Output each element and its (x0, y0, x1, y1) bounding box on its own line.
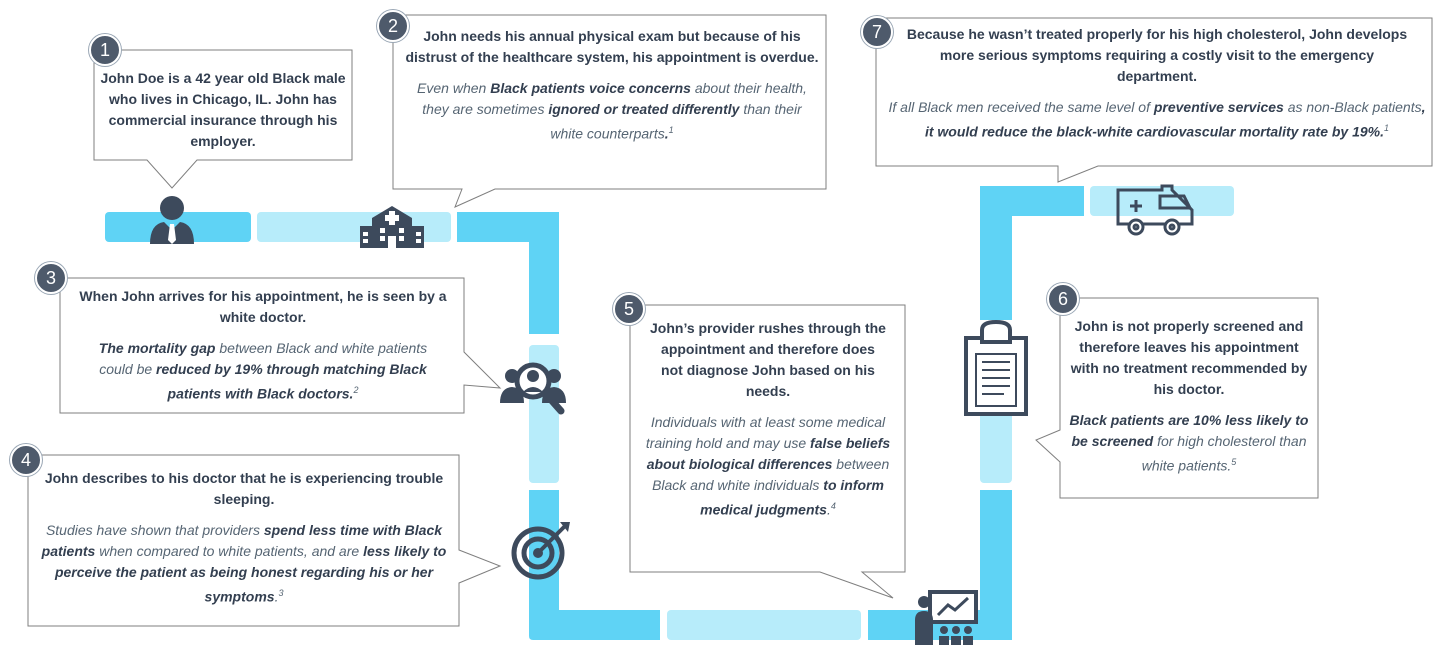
step-2-badge: 2 (377, 10, 409, 42)
step-1-headline: John Doe is a 42 year old Black male who… (100, 70, 346, 149)
detail-run: Even when (417, 80, 491, 96)
reference-marker: 2 (353, 385, 359, 395)
reference-marker: 3 (278, 588, 284, 598)
callout-3-shape (59, 277, 502, 414)
detail-run: . (664, 125, 669, 142)
detail-run: when compared to white patients, and are (95, 543, 364, 559)
presenter-icon (915, 590, 978, 645)
detail-run: , it would reduce the black-white cardio… (924, 99, 1426, 140)
detail-run: as non-Black patients (1283, 99, 1422, 115)
step-5-text: John’s provider rushes through the appoi… (637, 320, 899, 521)
step-6-text: John is not properly screened and theref… (1064, 318, 1314, 477)
detail-run: between Black and white patients could b… (99, 340, 428, 377)
step-2-detail: Even when Black patients voice concerns … (405, 78, 819, 145)
businessman-icon (150, 196, 194, 244)
detail-run: to inform medical judgments (700, 477, 884, 518)
path-segment (980, 186, 1084, 320)
step-7-text: Because he wasn’t treated properly for h… (884, 26, 1430, 143)
reference-marker: 4 (830, 501, 836, 511)
callout-5-shape (629, 304, 906, 599)
step-6-detail: Black patients are 10% less likely to be… (1064, 410, 1314, 477)
step-7-headline: Because he wasn’t treated properly for h… (906, 26, 1408, 84)
ambulance-icon (1116, 184, 1194, 236)
step-3-text: When John arrives for his appointment, h… (66, 288, 460, 405)
step-2-text: John needs his annual physical exam but … (405, 28, 819, 145)
detail-run: Black patients voice concerns (490, 80, 691, 96)
detail-run: for high cholesterol than white patients… (1141, 433, 1307, 474)
step-6-headline: John is not properly screened and theref… (1070, 318, 1308, 397)
step-5-detail: Individuals with at least some medical t… (637, 412, 899, 521)
step-3-detail: The mortality gap between Black and whit… (66, 338, 460, 405)
hospital-icon (360, 206, 424, 248)
callout-7-shape (875, 17, 1433, 183)
step-4-headline: John describes to his doctor that he is … (44, 470, 444, 507)
callout-4-shape (27, 454, 502, 627)
path-segment (457, 212, 559, 334)
doctor-search-icon (500, 362, 566, 415)
step-7-detail: If all Black men received the same level… (884, 97, 1430, 143)
detail-run: false beliefs about biological differenc… (646, 435, 891, 472)
detail-run: ignored or treated differently (548, 101, 740, 117)
detail-run: reduced by 19% through matching Black pa… (156, 361, 427, 402)
detail-run: . (274, 588, 279, 605)
detail-run: Black patients are 10% less likely to be… (1069, 412, 1309, 449)
step-1-badge: 1 (89, 34, 121, 66)
reference-marker: 5 (1231, 457, 1237, 467)
step-4-detail: Studies have shown that providers spend … (34, 520, 454, 608)
detail-run: The mortality gap (98, 340, 216, 356)
clipboard-icon (964, 319, 1028, 416)
detail-run: less likely to perceive the patient as b… (54, 543, 447, 605)
detail-run: Studies have shown that providers (45, 522, 264, 538)
detail-run: If all Black men received the same level… (888, 99, 1154, 115)
detail-run: about their health, they are sometimes (422, 80, 807, 117)
step-1-text: John Doe is a 42 year old Black male who… (100, 70, 346, 149)
step-3-badge: 3 (35, 262, 67, 294)
step-7-badge: 7 (861, 16, 893, 48)
path-segment (667, 610, 861, 640)
detail-run: . (826, 501, 831, 518)
detail-run: than their white counterparts (550, 101, 802, 142)
detail-run: preventive services (1153, 99, 1284, 115)
callout-2-shape (392, 14, 827, 208)
step-5-badge: 5 (613, 293, 645, 325)
callout-1-shape (93, 49, 353, 189)
step-4-badge: 4 (10, 444, 42, 476)
detail-run: spend less time with Black patients (41, 522, 443, 559)
step-5-headline: John’s provider rushes through the appoi… (650, 320, 886, 399)
step-4-text: John describes to his doctor that he is … (34, 470, 454, 608)
step-6-badge: 6 (1047, 283, 1079, 315)
reference-marker: 1 (668, 125, 674, 135)
step-2-headline: John needs his annual physical exam but … (405, 28, 819, 65)
step-3-headline: When John arrives for his appointment, h… (79, 288, 447, 325)
target-icon (511, 522, 570, 580)
detail-run: Individuals with at least some medical t… (645, 414, 886, 451)
detail-run: between Black and white individuals (652, 456, 890, 493)
path-segment (1090, 186, 1234, 216)
path-segment (529, 490, 660, 640)
reference-marker: 1 (1384, 123, 1390, 133)
callout-6-shape (1035, 297, 1319, 499)
